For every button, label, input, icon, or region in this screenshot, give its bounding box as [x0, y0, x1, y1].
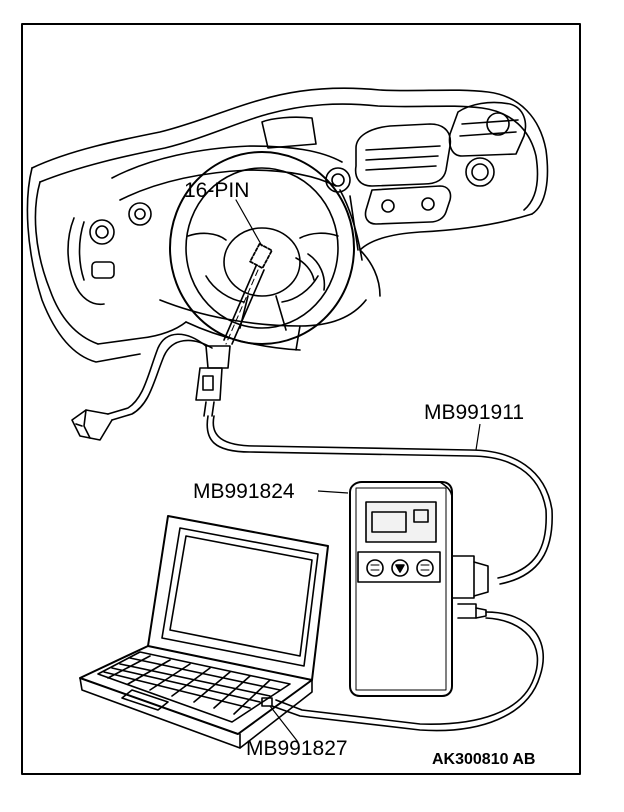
dashboard-illustration [26, 87, 549, 363]
figure-code: AK300810 AB [432, 751, 536, 768]
label-mb991827: MB991827 [246, 737, 348, 760]
label-16pin: 16-PIN [184, 179, 250, 202]
cable-mb991911 [195, 265, 553, 585]
connector-16pin [235, 199, 273, 270]
scan-tool-mb991824 [349, 481, 489, 697]
steering-wheel [169, 151, 355, 345]
cable-branch-left [71, 333, 213, 441]
figure-frame [21, 23, 581, 775]
label-mb991911: MB991911 [424, 401, 525, 424]
label-mb991824: MB991824 [193, 480, 295, 503]
cable-mb991827 [271, 611, 545, 732]
